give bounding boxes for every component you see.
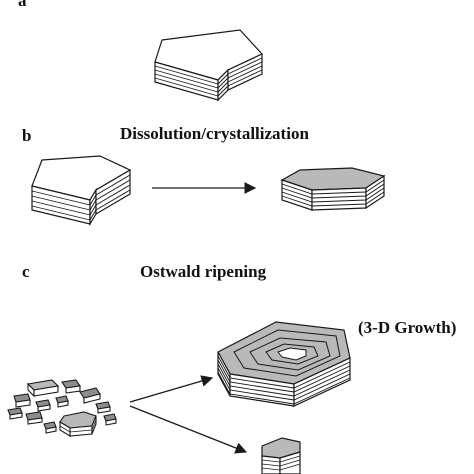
crystal-b-right-face [95,168,131,216]
panel-c-title: Ostwald ripening [140,262,267,281]
panel-c-letter: c [22,262,30,281]
hex-crystal-right-face [293,357,351,407]
panel-c-small-crystals [7,379,117,437]
crystal-b2-right-face [365,174,385,210]
panel-a-layered-crystal [154,29,263,102]
crystal-b2-front-face [311,187,367,211]
panel-b-stepped-crystal [31,155,132,227]
panel-b-title: Dissolution/crystallization [120,124,309,143]
crystal-b2-layer-lines [281,179,385,207]
panel-c-small-stacked-crystal [261,437,301,474]
crystal-b-layer-lines [31,174,131,221]
arrow-c-lower [129,405,248,454]
hex-crystal-layer-lines [217,355,351,405]
panel-b-smooth-crystal [280,167,386,211]
panel-c-large-hexagonal-crystal [217,321,351,407]
crystal-a-layer-lines [154,57,263,97]
panel-a-letter: a [18,0,27,10]
growth-label: (3-D Growth) [358,318,457,337]
panel-b-letter: b [22,126,32,145]
crystal-a-right-face [227,53,263,91]
hex-crystal-growth-rings [233,329,341,377]
arrow-c-upper [129,375,214,403]
